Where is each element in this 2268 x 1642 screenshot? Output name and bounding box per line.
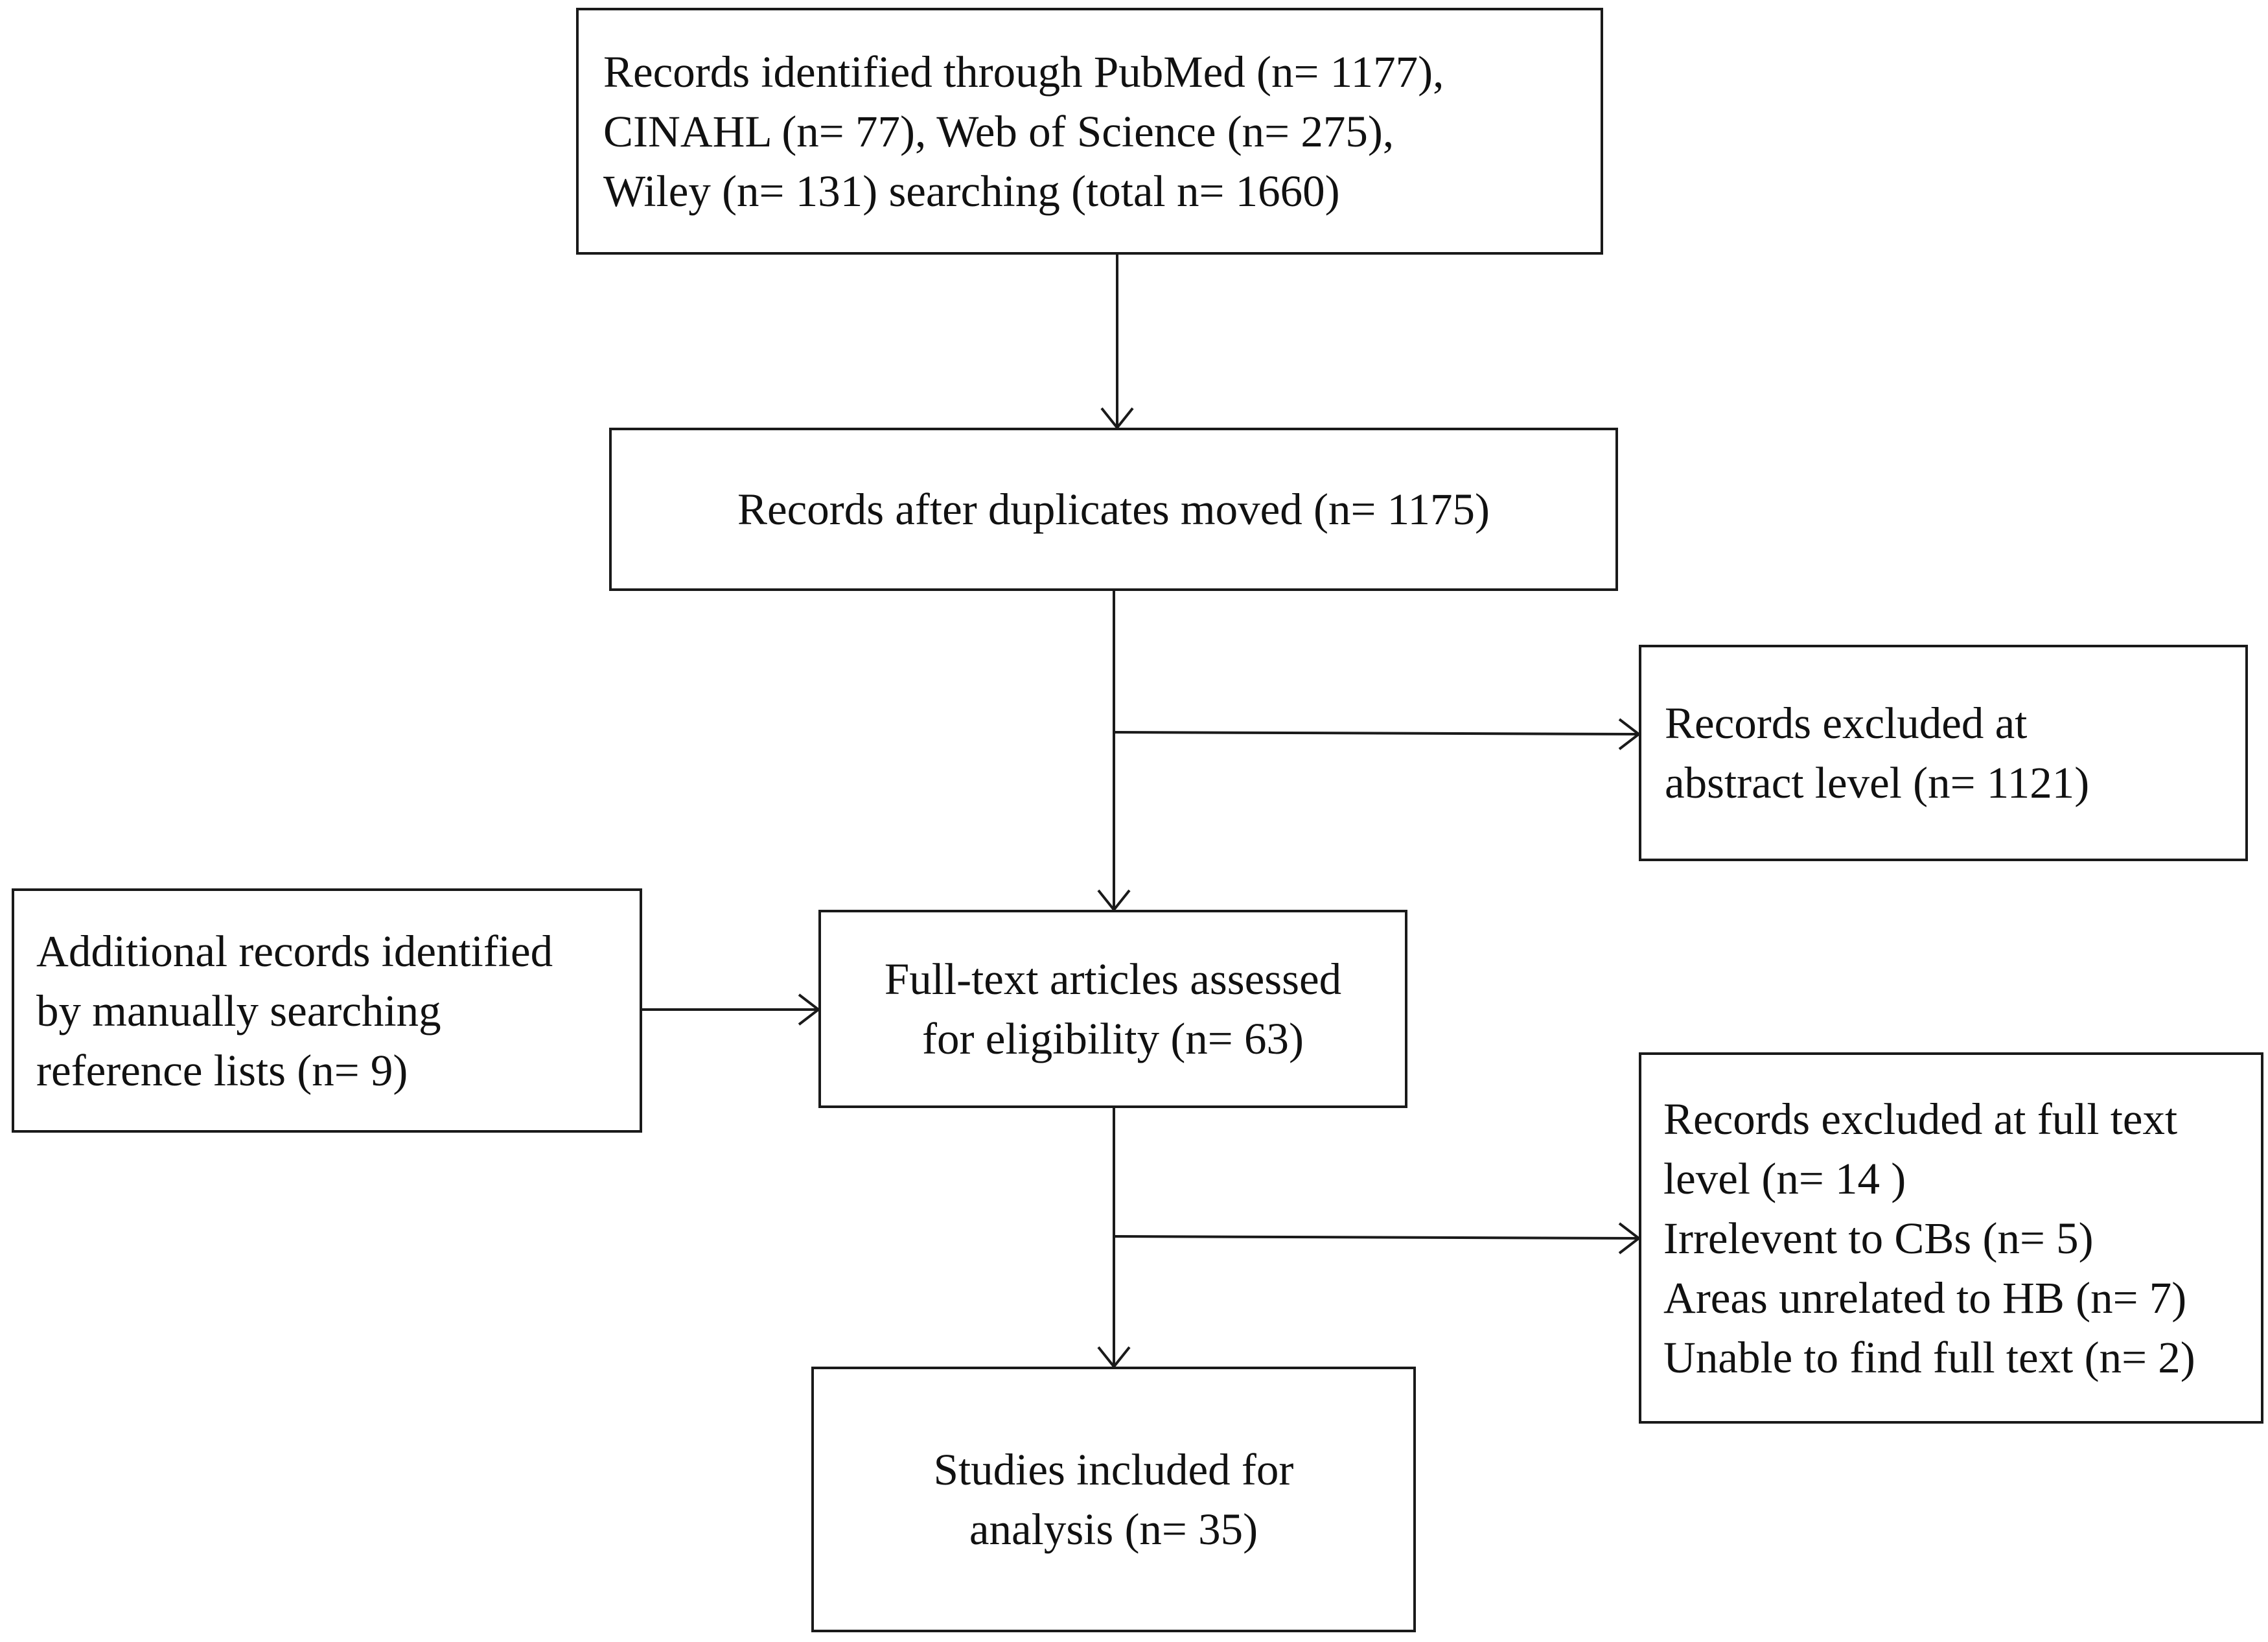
identification-line-1: Records identified through PubMed (n= 11… <box>603 47 1444 97</box>
additional-records-line-1: Additional records identified <box>36 926 553 976</box>
excluded-abstract-box: Records excluded at abstract level (n= 1… <box>1639 645 2248 861</box>
excluded-abstract-line-2: abstract level (n= 1121) <box>1665 758 2090 807</box>
excluded-full-text-line-3: Irrelevent to CBs (n= 5) <box>1663 1213 2094 1263</box>
identification-box: Records identified through PubMed (n= 11… <box>576 8 1603 255</box>
full-text-line-1: Full-text articles assessed <box>884 954 1342 1004</box>
included-box: Studies included for analysis (n= 35) <box>811 1367 1416 1632</box>
excluded-abstract-line-1: Records excluded at <box>1665 699 2028 748</box>
after-duplicates-line-1: Records after duplicates moved (n= 1175) <box>737 485 1490 534</box>
included-line-2: analysis (n= 35) <box>969 1505 1258 1554</box>
identification-line-2: CINAHL (n= 77), Web of Science (n= 275), <box>603 106 1394 156</box>
additional-records-line-2: by manually searching <box>36 986 441 1035</box>
additional-records-box: Additional records identified by manuall… <box>12 888 642 1133</box>
excluded-full-text-line-4: Areas unrelated to HB (n= 7) <box>1663 1273 2187 1323</box>
excluded-full-text-box: Records excluded at full text level (n= … <box>1639 1052 2263 1424</box>
after-duplicates-box: Records after duplicates moved (n= 1175) <box>609 428 1618 591</box>
full-text-line-2: for eligibility (n= 63) <box>922 1014 1304 1063</box>
excluded-full-text-line-1: Records excluded at full text <box>1663 1094 2178 1144</box>
identification-line-3: Wiley (n= 131) searching (total n= 1660) <box>603 166 1340 216</box>
arrow-to-excluded-fulltext <box>1113 1235 1639 1240</box>
additional-records-line-3: reference lists (n= 9) <box>36 1045 408 1095</box>
excluded-full-text-line-2: level (n= 14 ) <box>1663 1153 1906 1203</box>
full-text-box: Full-text articles assessed for eligibil… <box>818 910 1407 1108</box>
excluded-full-text-line-5: Unable to find full text (n= 2) <box>1663 1332 2195 1382</box>
included-line-1: Studies included for <box>933 1445 1294 1494</box>
arrow-to-excluded-abstract <box>1113 731 1639 735</box>
